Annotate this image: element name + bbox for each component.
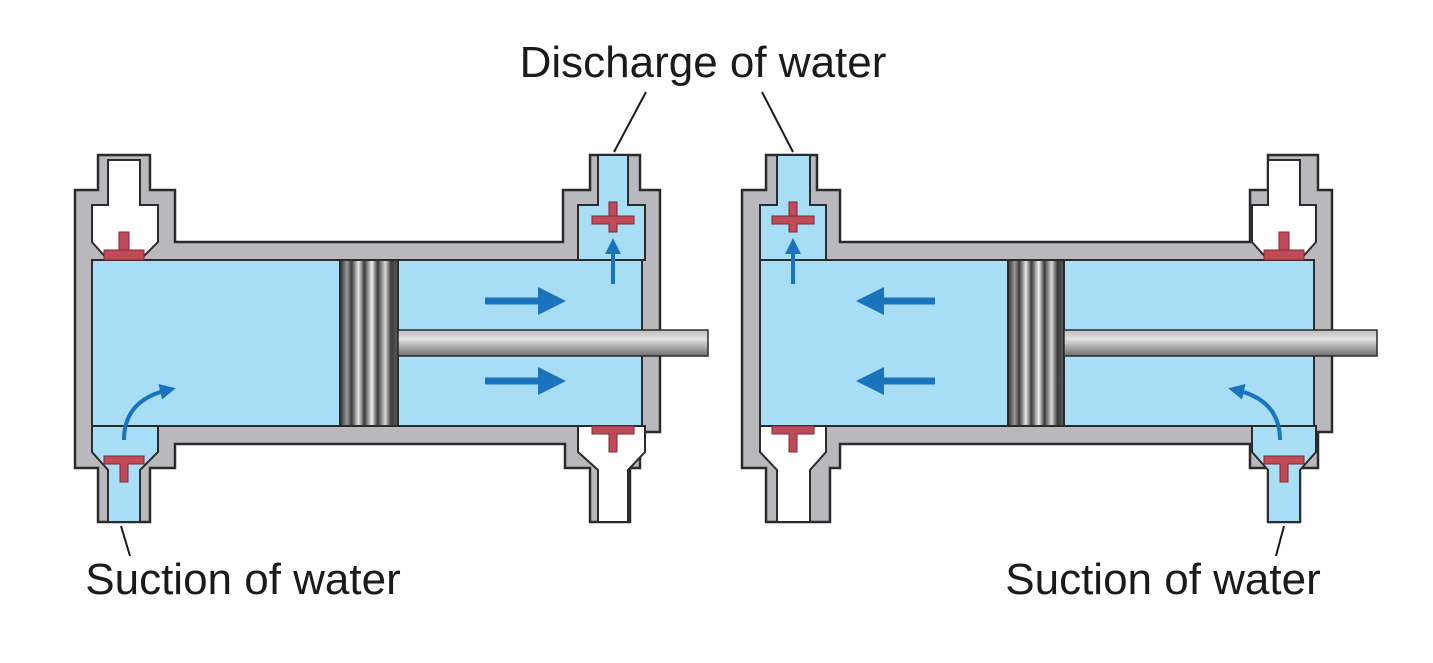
right-pump <box>740 153 1378 524</box>
left-piston <box>339 259 399 427</box>
left-valve-top-right <box>591 201 635 233</box>
right-valve-bottom-right <box>1263 455 1305 483</box>
left-bottom-right-valve-chamber <box>577 425 646 523</box>
suction-right-leader <box>1275 525 1285 557</box>
right-piston-rod <box>1063 329 1378 357</box>
right-valve-bottom-left <box>771 425 815 453</box>
suction-right-label: Suction of water <box>1005 555 1321 604</box>
left-pump <box>73 153 709 524</box>
discharge-leader-right <box>761 91 794 153</box>
right-piston <box>1007 259 1065 427</box>
right-valve-top-left <box>771 201 815 233</box>
discharge-leader-left <box>613 91 647 153</box>
left-piston-rod <box>397 329 709 357</box>
left-top-left-valve-chamber <box>91 159 159 261</box>
left-valve-top-left <box>103 231 145 261</box>
left-valve-bottom-right <box>591 425 635 453</box>
left-valve-bottom-left <box>103 455 145 483</box>
right-suction-curved-arrow <box>1228 383 1282 441</box>
suction-left-leader <box>120 525 131 557</box>
right-top-right-valve-chamber <box>1251 159 1317 261</box>
left-suction-curved-arrow <box>122 383 176 441</box>
discharge-label: Discharge of water <box>520 38 887 87</box>
right-valve-top-right <box>1263 231 1305 261</box>
suction-left-label: Suction of water <box>85 555 401 604</box>
right-bottom-left-valve-chamber <box>759 425 827 523</box>
